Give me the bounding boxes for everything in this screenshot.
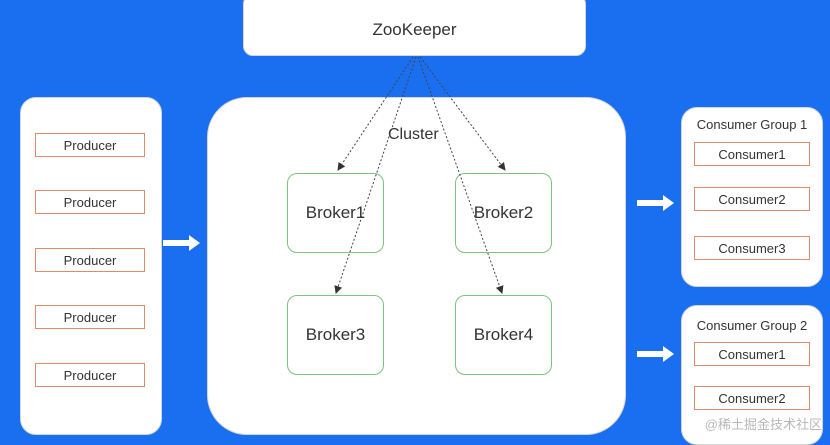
broker-label: Broker4 [473,325,534,344]
consumer-group-1-panel: Consumer Group 1 Consumer1 Consumer2 Con… [681,107,823,287]
broker-box-3: Broker3 [287,295,384,375]
arrow-right-icon [163,235,200,251]
cluster-panel: Cluster Broker1 Broker2 Broker3 Broker4 [207,97,626,435]
producer-box: Producer [35,305,145,329]
consumer-box: Consumer3 [694,236,810,260]
consumer-box: Consumer1 [694,342,810,366]
consumer-group-title: Consumer Group 2 [696,318,808,333]
producer-box: Producer [35,363,145,387]
broker-label: Broker3 [305,325,366,344]
arrow-right-icon [637,346,674,362]
broker-box-4: Broker4 [455,295,552,375]
arrow-right-icon [637,195,674,211]
zookeeper-box: ZooKeeper [243,0,586,56]
consumer-box: Consumer2 [694,386,810,410]
consumer-group-title: Consumer Group 1 [696,117,808,132]
producer-box: Producer [35,133,145,157]
broker-label: Broker2 [473,203,534,222]
producer-box: Producer [35,248,145,272]
broker-box-1: Broker1 [287,173,384,253]
consumer-box: Consumer2 [694,187,810,211]
zookeeper-label: ZooKeeper [372,20,457,39]
broker-label: Broker1 [305,203,366,222]
consumer-group-2-panel: Consumer Group 2 Consumer1 Consumer2 [681,305,823,445]
producer-box: Producer [35,190,145,214]
broker-box-2: Broker2 [455,173,552,253]
producers-panel: Producer Producer Producer Producer Prod… [20,97,162,435]
watermark: @稀土掘金技术社区 [704,417,822,432]
consumer-box: Consumer1 [694,142,810,166]
cluster-label: Cluster [388,126,439,143]
